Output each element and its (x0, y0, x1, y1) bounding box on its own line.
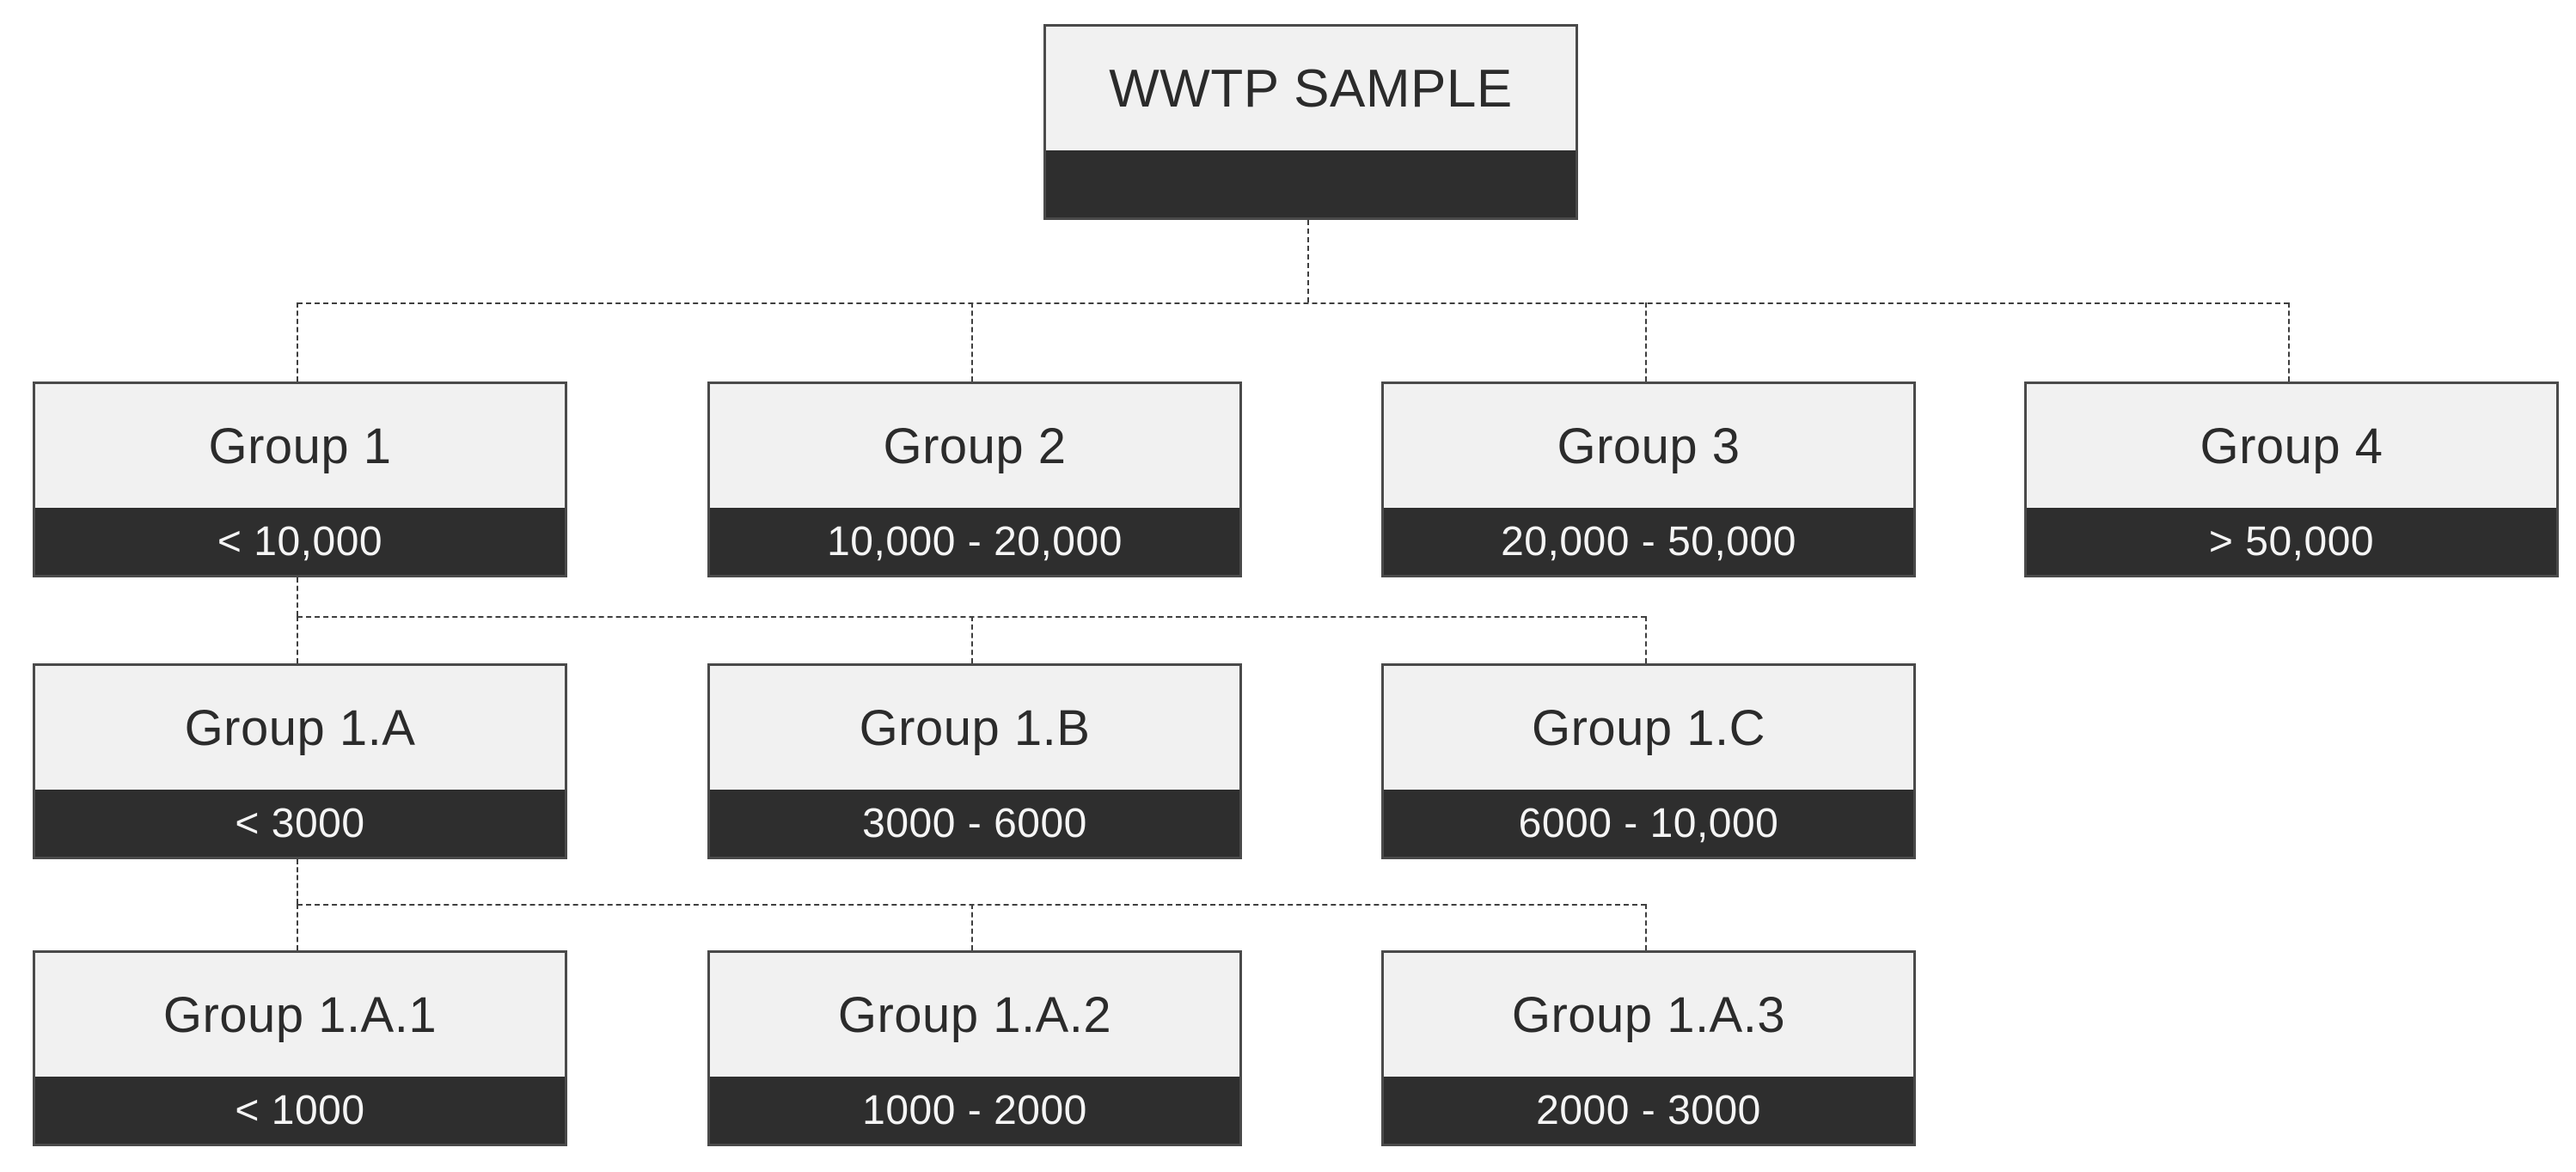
node-group-1-range-band: < 10,000 (35, 508, 565, 575)
connector-stub-group-1a3 (1645, 904, 1647, 950)
node-group-1c: Group 1.C 6000 - 10,000 (1381, 663, 1916, 859)
connector-stub-group-1 (297, 302, 298, 382)
node-group-3-label: Group 3 (1384, 384, 1913, 508)
node-group-3-range-band: 20,000 - 50,000 (1384, 508, 1913, 575)
node-group-1a2-label: Group 1.A.2 (710, 953, 1239, 1077)
connector-stub-group-1c (1645, 616, 1647, 663)
connector-stub-group-1a2 (971, 904, 973, 950)
node-group-2-range-band: 10,000 - 20,000 (710, 508, 1239, 575)
node-group-1-label: Group 1 (35, 384, 565, 508)
node-root: WWTP SAMPLE (1043, 24, 1578, 220)
connector-stub-group-1b (971, 616, 973, 663)
node-group-1a-range-band: < 3000 (35, 790, 565, 857)
connector-stub-group-2 (971, 302, 973, 382)
node-group-4: Group 4 > 50,000 (2024, 382, 2559, 577)
node-group-1a3-range-band: 2000 - 3000 (1384, 1077, 1913, 1144)
node-group-1a3-label: Group 1.A.3 (1384, 953, 1913, 1077)
node-group-1a3: Group 1.A.3 2000 - 3000 (1381, 950, 1916, 1146)
connector-stub-group-4 (2288, 302, 2290, 382)
node-group-1a1-range-band: < 1000 (35, 1077, 565, 1144)
connector-group-1-drop-line (297, 577, 298, 616)
node-group-4-range-band: > 50,000 (2027, 508, 2556, 575)
node-group-1a1: Group 1.A.1 < 1000 (33, 950, 567, 1146)
node-group-2: Group 2 10,000 - 20,000 (707, 382, 1242, 577)
node-group-1b: Group 1.B 3000 - 6000 (707, 663, 1242, 859)
node-root-label: WWTP SAMPLE (1046, 27, 1576, 150)
node-group-4-label: Group 4 (2027, 384, 2556, 508)
node-group-1c-label: Group 1.C (1384, 666, 1913, 790)
node-group-1a1-label: Group 1.A.1 (35, 953, 565, 1077)
connector-stub-group-3 (1645, 302, 1647, 382)
node-group-1a2: Group 1.A.2 1000 - 2000 (707, 950, 1242, 1146)
connector-stub-group-1a1 (297, 904, 298, 950)
node-group-1b-label: Group 1.B (710, 666, 1239, 790)
node-group-1a2-range-band: 1000 - 2000 (710, 1077, 1239, 1144)
node-group-1a-label: Group 1.A (35, 666, 565, 790)
node-group-1c-range-band: 6000 - 10,000 (1384, 790, 1913, 857)
node-group-3: Group 3 20,000 - 50,000 (1381, 382, 1916, 577)
node-group-2-label: Group 2 (710, 384, 1239, 508)
node-root-range-band (1046, 150, 1576, 217)
connector-root-drop-line (1307, 220, 1309, 302)
node-group-1: Group 1 < 10,000 (33, 382, 567, 577)
connector-stub-group-1a (297, 616, 298, 663)
node-group-1a: Group 1.A < 3000 (33, 663, 567, 859)
connector-level1-rail-line (297, 302, 2289, 304)
node-group-1b-range-band: 3000 - 6000 (710, 790, 1239, 857)
connector-group-1a-drop-line (297, 859, 298, 904)
